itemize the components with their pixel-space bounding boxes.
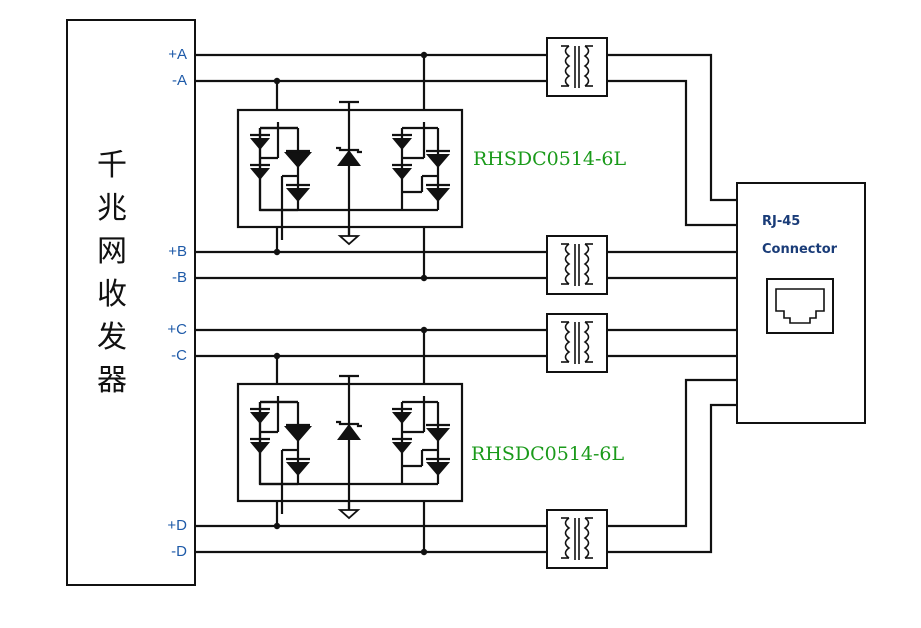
connector-title-line1: RJ-45: [762, 214, 800, 229]
pin-label-minus-b: -B: [172, 269, 187, 286]
transceiver-label: 千 兆 网 收 发 器: [97, 148, 127, 398]
transceiver-char: 器: [97, 363, 127, 398]
pin-label-plus-d: +D: [167, 517, 187, 534]
signal-wires: [195, 53, 547, 554]
tvs-array-bottom: RHSDC0514-6L: [236, 374, 625, 520]
transformer-d: [546, 509, 608, 569]
pin-label-plus-a: +A: [168, 46, 187, 63]
transceiver-char: 网: [97, 234, 127, 269]
transceiver-char: 发: [97, 320, 127, 355]
pin-label-plus-c: +C: [167, 321, 187, 338]
pin-label-plus-b: +B: [168, 243, 187, 260]
transformer-c: [546, 313, 608, 373]
transformer-a: [546, 37, 608, 97]
pin-label-minus-c: -C: [171, 347, 187, 364]
transceiver-char: 千: [97, 148, 127, 183]
pin-label-minus-a: -A: [172, 72, 187, 89]
tvs-part-label-bottom: RHSDC0514-6L: [471, 443, 625, 465]
connector-title-line2: Connector: [762, 242, 838, 257]
connector-wires: [607, 53, 737, 554]
rj45-connector: RJ-45 Connector: [736, 182, 866, 424]
rj45-socket-outline: [775, 288, 825, 324]
transceiver-block: [66, 19, 196, 586]
transceiver-char: 收: [97, 277, 127, 312]
rj45-port-icon: [766, 278, 834, 334]
transceiver-char: 兆: [97, 191, 127, 226]
pin-label-minus-d: -D: [171, 543, 187, 560]
pin-labels: +A -A +B -B +C -C +D -D: [167, 46, 187, 560]
tvs-array-top: RHSDC0514-6L: [236, 100, 627, 246]
tvs-part-label-top: RHSDC0514-6L: [473, 148, 627, 170]
transformer-b: [546, 235, 608, 295]
